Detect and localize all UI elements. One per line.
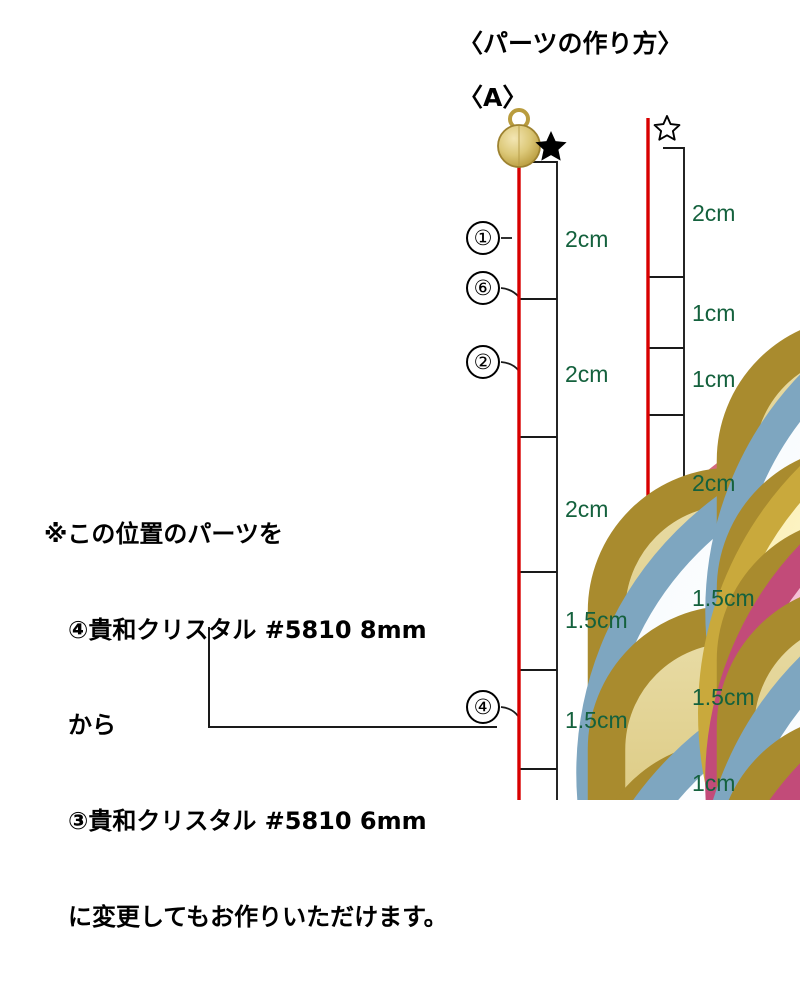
dimension-a-5: 1.5cm [565, 707, 628, 734]
dimension-lines-column-a [519, 162, 557, 800]
callout-1: ① [466, 221, 500, 255]
dimension-a-1: 2cm [565, 226, 608, 253]
note-line-5: に変更してもお作りいただけます。 [44, 902, 464, 934]
page-title: 〈パーツの作り方〉 [458, 24, 683, 60]
note-line-2: ④貴和クリスタル #5810 8mm [44, 615, 464, 647]
dimension-b-7: 1cm [692, 770, 735, 797]
dimension-a-4: 1.5cm [565, 607, 628, 634]
callout-4: ④ [466, 690, 500, 724]
dimension-b-5: 1.5cm [692, 585, 755, 612]
section-a-title: 〈A〉 [458, 78, 527, 114]
star-hollow-icon [655, 116, 680, 140]
dimension-b-2: 1cm [692, 300, 735, 327]
substitution-note: ※この位置のパーツを ④貴和クリスタル #5810 8mm から ③貴和クリスタ… [44, 455, 464, 997]
dimension-a-3: 2cm [565, 496, 608, 523]
dimension-b-4: 2cm [692, 470, 735, 497]
dimension-a-2: 2cm [565, 361, 608, 388]
note-line-4: ③貴和クリスタル #5810 6mm [44, 806, 464, 838]
bead-stack-column-b [711, 284, 800, 800]
star-filled-icon [535, 131, 566, 161]
dimension-b-3: 1cm [692, 366, 735, 393]
callout-leader-lines [501, 238, 519, 716]
callout-2: ② [466, 345, 500, 379]
dimension-b-6: 1.5cm [692, 684, 755, 711]
bead-gold-bell [498, 110, 540, 167]
note-line-1: ※この位置のパーツを [44, 519, 464, 551]
dimension-b-1: 2cm [692, 200, 735, 227]
callout-6: ⑥ [466, 271, 500, 305]
note-line-3: から [44, 710, 464, 742]
diagram-canvas: 〈パーツの作り方〉 〈A〉 ※この位置のパーツを ④貴和クリスタル #5810 … [0, 0, 800, 800]
